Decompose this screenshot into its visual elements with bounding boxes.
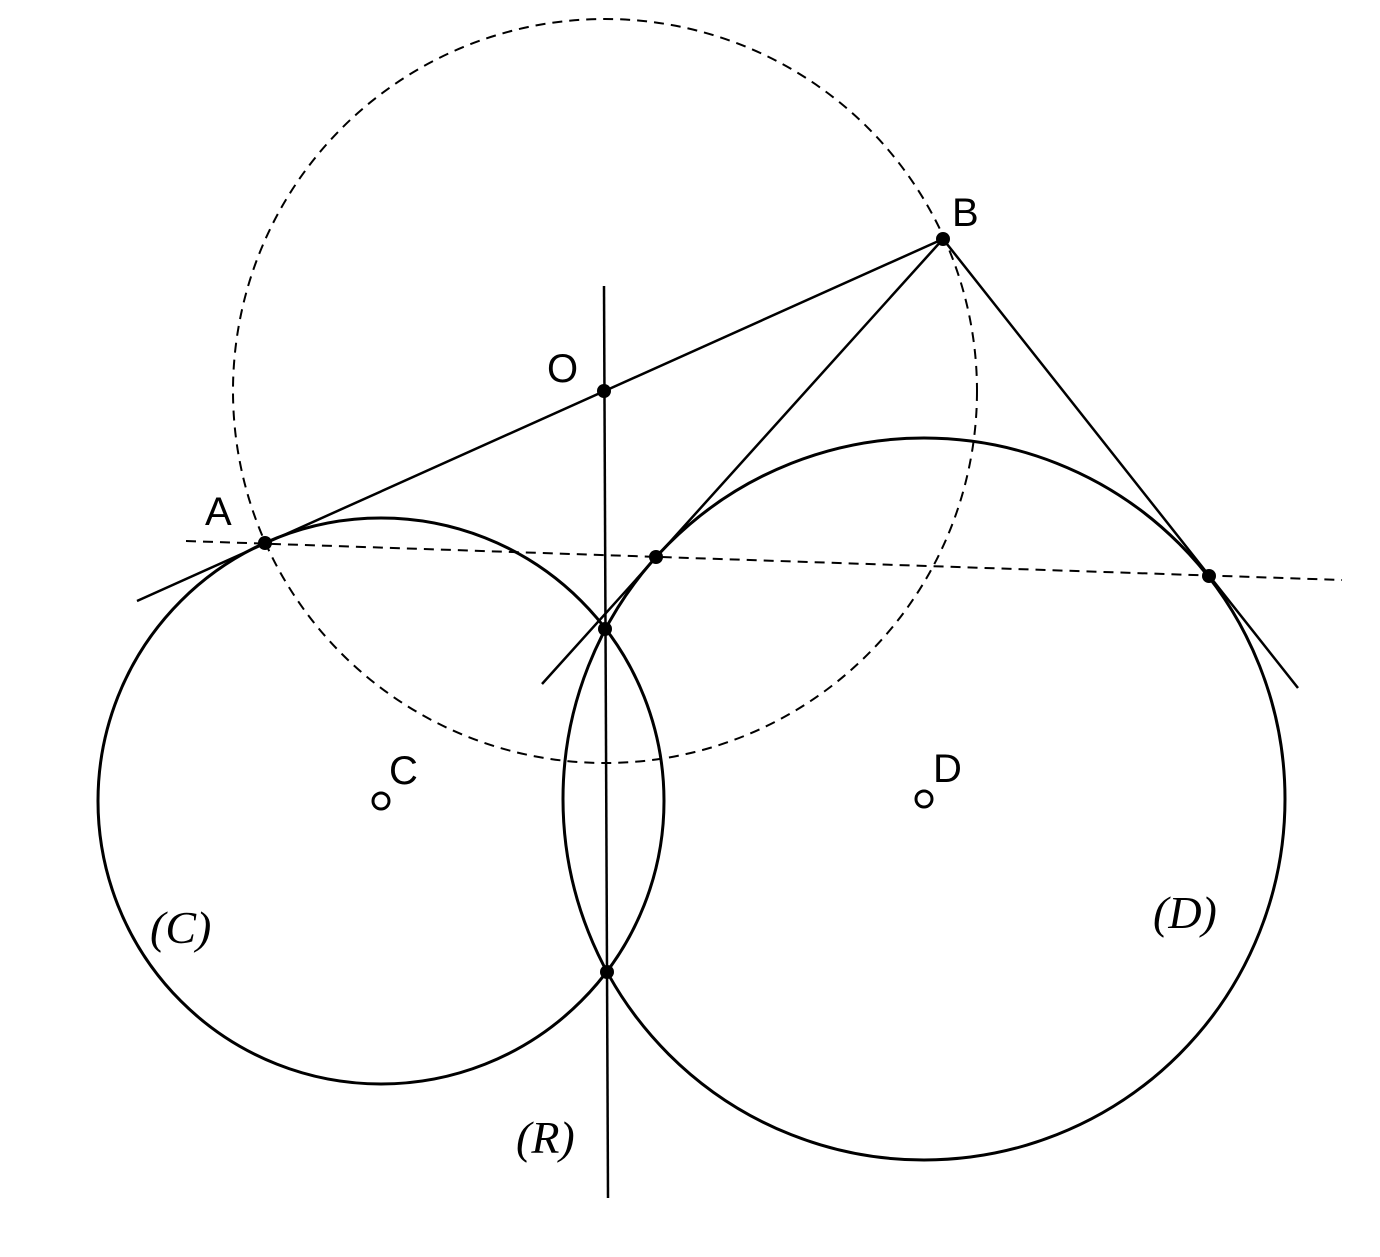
line-AB [136, 237, 944, 603]
label-O: O [547, 347, 578, 391]
dashed-line-tangency [185, 540, 1343, 581]
line-R [602, 285, 610, 1199]
label-C: C [389, 749, 418, 793]
center-D [914, 789, 934, 809]
tangent-B-left [541, 238, 944, 685]
circle-C [96, 516, 666, 1086]
label-line-R: (R) [516, 1112, 575, 1163]
circle-D [561, 436, 1287, 1162]
label-A: A [205, 490, 232, 534]
point-tangent-right [1202, 569, 1216, 583]
point-O [597, 384, 611, 398]
center-C [371, 791, 391, 811]
label-D: D [933, 747, 962, 791]
point-intersection-upper [598, 622, 612, 636]
point-tangent-left [649, 550, 663, 564]
point-A [258, 536, 272, 550]
label-circle-C: (C) [150, 902, 211, 953]
point-intersection-lower [600, 965, 614, 979]
tangent-B-right [942, 238, 1299, 689]
point-B [936, 232, 950, 246]
label-B: B [952, 191, 979, 235]
label-circle-D: (D) [1153, 887, 1217, 938]
